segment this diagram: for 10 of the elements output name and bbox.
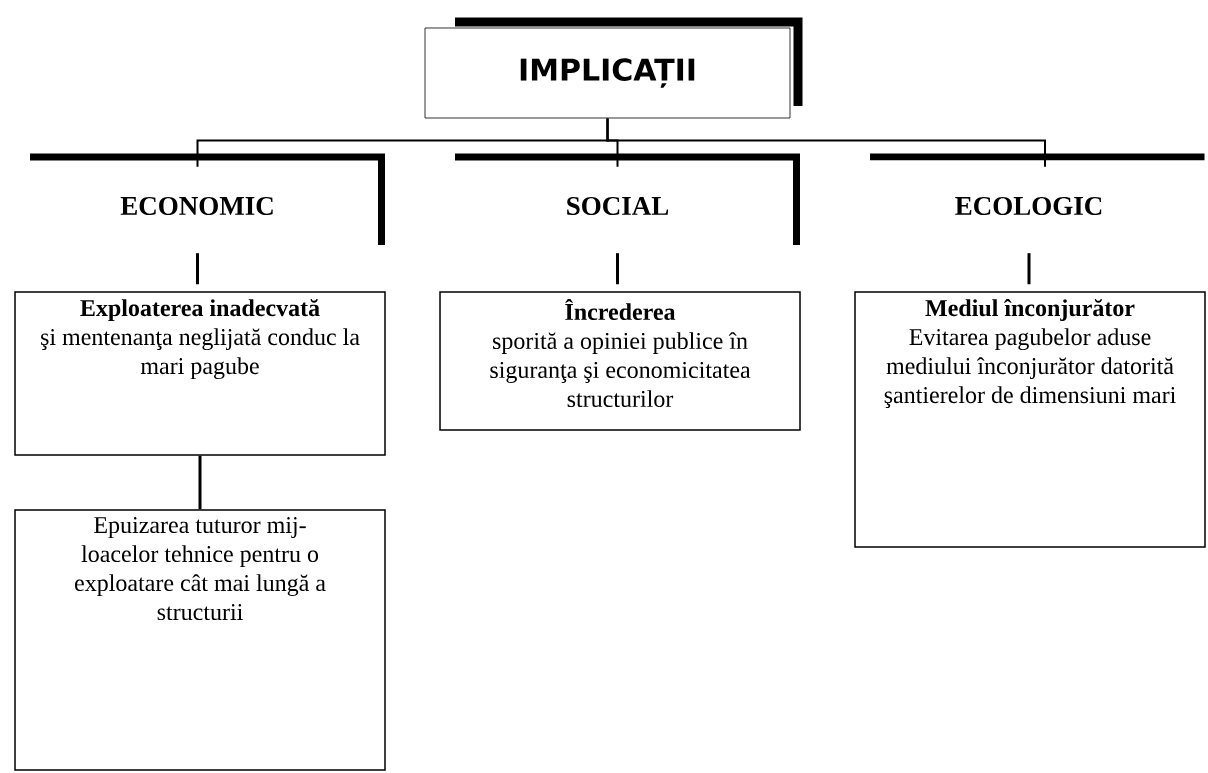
connector-line: [616, 253, 619, 285]
connector-line: [198, 455, 202, 510]
connector-line: [606, 117, 1046, 168]
text-box: Epuizarea tuturor mij- loacelor tehnice pentru o exploatare cât mai lungă a structurii: [14, 509, 386, 771]
text-box: Mediul înconjurător Evitarea pagubelor aduse mediului înconjurător datorită şantierelor de dimensiuni mari: [854, 291, 1206, 548]
text-box: Încrederea sporită a opiniei publice în siguranţa şi economicitatea structurilor: [439, 291, 801, 431]
title-box: IMPLICAȚII: [424, 17, 803, 119]
text-box: Exploaterea inadecvată şi mentenanţa neglijată conduc la mari pagube: [14, 291, 386, 456]
connector-line: [196, 253, 199, 285]
connector-line: [1027, 253, 1031, 285]
